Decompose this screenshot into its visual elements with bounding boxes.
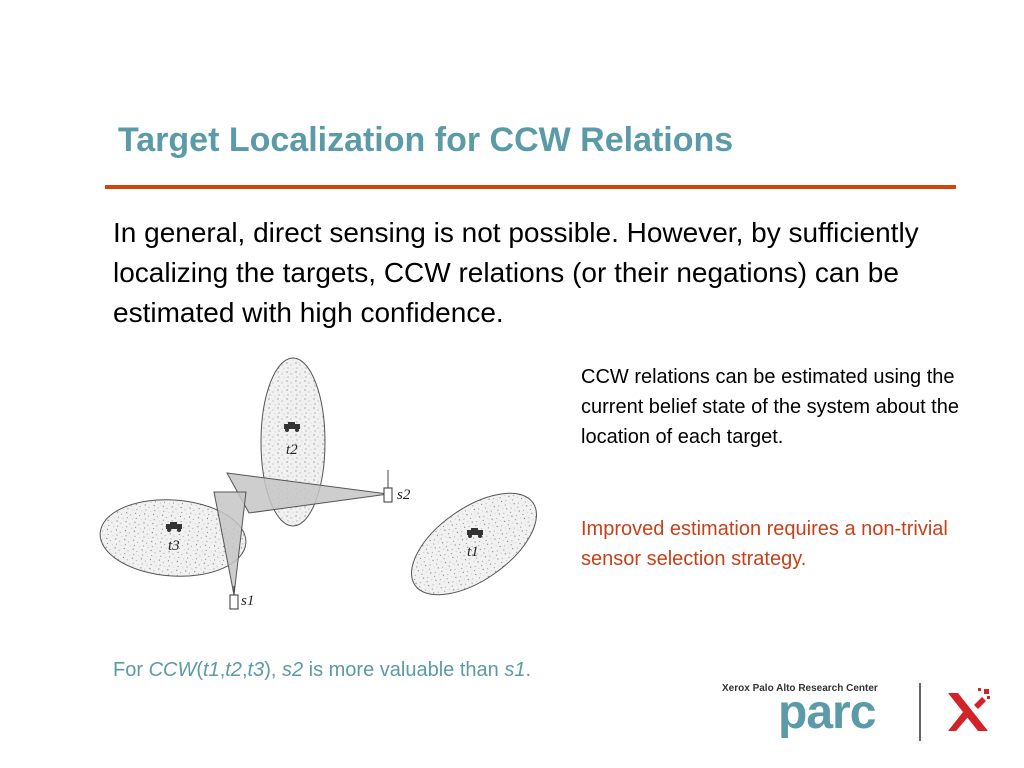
- target-car-icon: [166, 522, 182, 532]
- footnote-comma: ,: [219, 659, 226, 681]
- footnote: For CCW(t1,t2,t3), s2 is more valuable t…: [113, 655, 713, 685]
- footnote-paren: ),: [264, 659, 282, 681]
- target-car-icon: [467, 528, 483, 538]
- target-label-t2: t2: [286, 442, 298, 458]
- side-highlight: Improved estimation requires a non-trivi…: [581, 518, 948, 570]
- footnote-t3: t3: [247, 659, 265, 681]
- footnote-s1: s1: [504, 659, 526, 681]
- footnote-ccw: CCW: [148, 659, 197, 681]
- target-label-t3: t3: [168, 538, 180, 554]
- localization-diagram: t2 t3 t1 s2 s1: [99, 357, 537, 610]
- footnote-paren: (: [196, 659, 203, 681]
- intro-paragraph: In general, direct sensing is not possib…: [113, 217, 919, 328]
- target-label-t1: t1: [467, 544, 479, 560]
- belief-region-t1: [411, 492, 537, 596]
- sensor-icon: [383, 470, 393, 503]
- footnote-text: For: [113, 659, 149, 681]
- footnote-comma: ,: [241, 659, 248, 681]
- logo-divider: [919, 683, 921, 741]
- title-underline: [105, 185, 956, 189]
- target-car-icon: [284, 422, 300, 432]
- sensor-label-s1: s1: [241, 593, 254, 609]
- belief-region-t3: [99, 499, 247, 577]
- logo-wordmark: parc: [778, 686, 876, 739]
- footnote-text: is more valuable than: [303, 659, 505, 681]
- parc-logo: Xerox Palo Alto Research Center parc: [722, 683, 1002, 745]
- sensor-icon: [229, 586, 239, 610]
- sensing-cone-s1: [213, 491, 247, 596]
- side-explanation: CCW relations can be estimated using the…: [581, 366, 959, 448]
- footnote-t1: t1: [203, 659, 220, 681]
- xerox-x-icon: [948, 688, 990, 731]
- footnote-period: .: [525, 659, 532, 681]
- footnote-t2: t2: [225, 659, 242, 681]
- sensor-label-s2: s2: [397, 487, 411, 503]
- footnote-s2: s2: [281, 659, 304, 681]
- slide-title: Target Localization for CCW Relations: [118, 121, 734, 159]
- logo-caption: Xerox Palo Alto Research Center: [722, 683, 878, 694]
